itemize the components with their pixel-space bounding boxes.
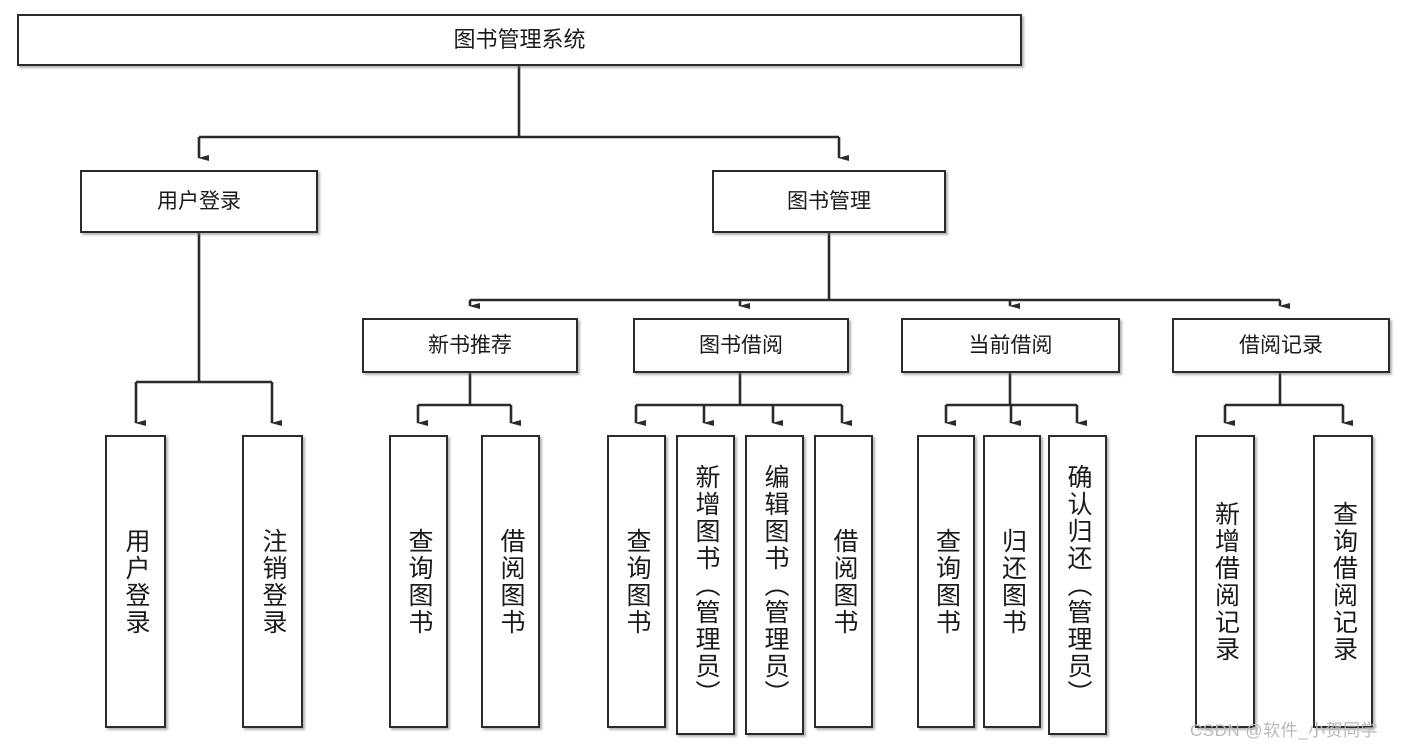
node-label: 注销登录 bbox=[259, 527, 287, 636]
node-label: 图书管理 bbox=[787, 189, 871, 213]
node-label: 新增图书（管理员） bbox=[692, 463, 720, 707]
leaf-book-borrow-edit-book-admin[interactable]: 编辑图书（管理员） bbox=[745, 435, 804, 735]
node-label: 借阅图书 bbox=[497, 527, 525, 636]
node-label: 归还图书 bbox=[998, 527, 1027, 636]
node-label: 查询图书 bbox=[623, 527, 651, 636]
node-new-book-recommend[interactable]: 新书推荐 bbox=[362, 318, 578, 373]
leaf-book-borrow-borrow-book[interactable]: 借阅图书 bbox=[814, 435, 873, 728]
leaf-current-borrow-confirm-return-admin[interactable]: 确认归还（管理员） bbox=[1048, 435, 1107, 735]
node-label: 查询图书 bbox=[932, 527, 961, 636]
node-label: 查询图书 bbox=[405, 527, 433, 636]
node-label: 图书借阅 bbox=[699, 333, 783, 357]
node-label: 图书管理系统 bbox=[453, 26, 586, 52]
node-label: 新增借阅记录 bbox=[1211, 500, 1240, 663]
leaf-user-login-login[interactable]: 用户登录 bbox=[105, 435, 166, 728]
node-label: 当前借阅 bbox=[968, 333, 1053, 357]
leaf-book-borrow-query-book[interactable]: 查询图书 bbox=[607, 435, 666, 728]
node-label: 用户登录 bbox=[157, 189, 241, 213]
node-label: 确认归还（管理员） bbox=[1064, 463, 1092, 707]
csdn-watermark: CSDN @软件_小贺同学 bbox=[1190, 721, 1379, 740]
node-borrow-records[interactable]: 借阅记录 bbox=[1172, 318, 1390, 373]
leaf-new-book-query-book[interactable]: 查询图书 bbox=[389, 435, 448, 728]
node-book-borrow[interactable]: 图书借阅 bbox=[633, 318, 849, 373]
node-current-borrow[interactable]: 当前借阅 bbox=[901, 318, 1120, 373]
node-root-book-management-system[interactable]: 图书管理系统 bbox=[17, 14, 1022, 66]
node-label: 借阅记录 bbox=[1239, 333, 1323, 357]
leaf-user-login-logout[interactable]: 注销登录 bbox=[242, 435, 303, 728]
node-book-management[interactable]: 图书管理 bbox=[712, 170, 946, 233]
node-user-login[interactable]: 用户登录 bbox=[80, 170, 318, 233]
leaf-book-borrow-add-book-admin[interactable]: 新增图书（管理员） bbox=[676, 435, 735, 735]
node-label: 查询借阅记录 bbox=[1329, 500, 1358, 663]
leaf-current-borrow-query-book[interactable]: 查询图书 bbox=[917, 435, 975, 728]
node-label: 借阅图书 bbox=[830, 527, 858, 636]
leaf-new-book-borrow-book[interactable]: 借阅图书 bbox=[481, 435, 540, 728]
node-label: 编辑图书（管理员） bbox=[761, 463, 789, 707]
node-label: 新书推荐 bbox=[428, 333, 512, 357]
leaf-current-borrow-return-book[interactable]: 归还图书 bbox=[983, 435, 1041, 728]
leaf-borrow-records-add-record[interactable]: 新增借阅记录 bbox=[1195, 435, 1255, 728]
leaf-borrow-records-query-record[interactable]: 查询借阅记录 bbox=[1313, 435, 1373, 728]
node-label: 用户登录 bbox=[122, 527, 150, 636]
